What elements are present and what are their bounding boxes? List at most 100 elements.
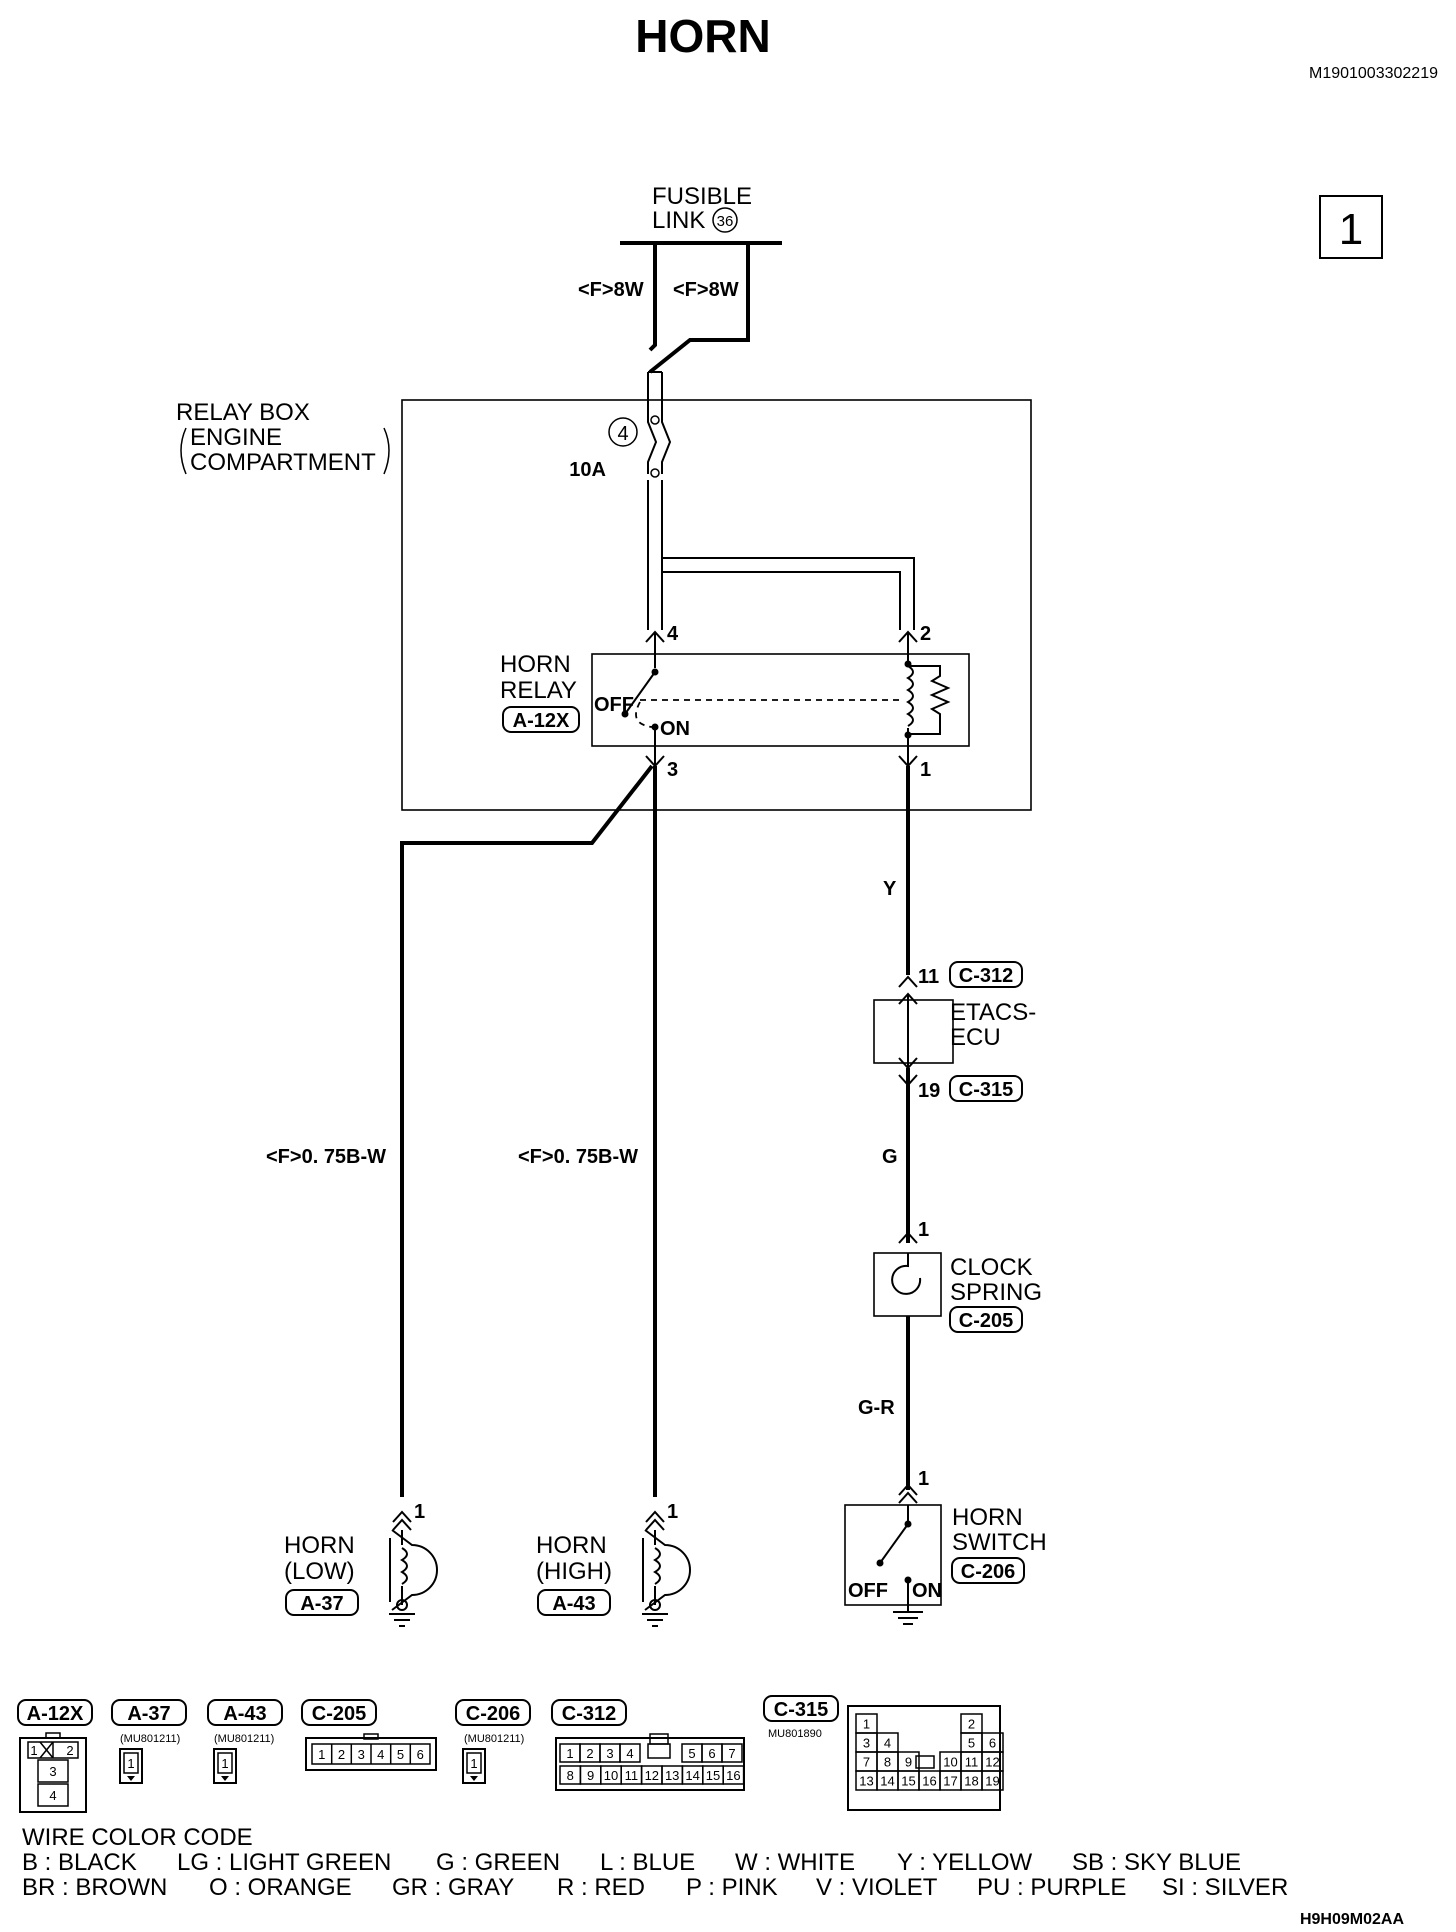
connector-c312-cell: 11 [625, 1768, 639, 1783]
connector-c312-cell-frame [722, 1765, 745, 1785]
legend-entry: V : VIOLET [816, 1874, 938, 1901]
relay-box-label-line3: COMPARTMENT [190, 449, 376, 476]
connector-a43-label: A-43 [223, 1703, 266, 1725]
connector-c315-cell: 16 [922, 1774, 936, 1789]
connector-a12x-cell-3: 3 [49, 1764, 56, 1779]
horn-switch-connector-badge [951, 1557, 1025, 1584]
legend-entry: L : BLUE [600, 1849, 695, 1876]
horn-high-connector-badge [537, 1589, 611, 1616]
connector-c312-cell-frame [619, 1743, 641, 1763]
page-number: 1 [1339, 205, 1363, 254]
connector-c312-cell: 1 [566, 1746, 573, 1761]
connector-c312-cell: 4 [626, 1746, 633, 1761]
horn-relay-connector: A-12X [513, 710, 570, 732]
horn-low-wire-label: <F>0. 75B-W [266, 1146, 386, 1168]
horn-high-label-line1: HORN [536, 1532, 607, 1559]
legend-entry: SB : SKY BLUE [1072, 1849, 1241, 1876]
connector-c315-cell: 2 [968, 1717, 975, 1732]
connector-c205-label: C-205 [312, 1703, 366, 1725]
connector-a37: A-37 (MU801211) 1 [111, 1699, 187, 1784]
clock-spring-label-line1: CLOCK [950, 1254, 1033, 1281]
horn-relay-pin-1: 1 [920, 759, 931, 781]
connector-c315-cell: 5 [968, 1736, 975, 1751]
clock-spring-connector-badge [949, 1306, 1023, 1333]
connector-c312-cell: 9 [587, 1768, 594, 1783]
connector-c312-cell: 14 [685, 1768, 699, 1783]
connector-a37-cell-1: 1 [127, 1756, 134, 1771]
connector-a37-part: (MU801211) [120, 1733, 180, 1745]
horn-switch-label-line2: SWITCH [952, 1529, 1047, 1556]
connector-c315-cell: 18 [964, 1774, 978, 1789]
connector-c315-cell: 1 [863, 1717, 870, 1732]
horn-switch-off-label: OFF [848, 1580, 888, 1602]
connector-c312-cell: 13 [665, 1768, 679, 1783]
clock-spring-connector: C-205 [959, 1310, 1013, 1332]
connector-a43-part: (MU801211) [214, 1733, 274, 1745]
main-wires: <F>0. 75B-W <F>0. 75B-W Y G G-R [266, 764, 910, 1497]
connector-a12x: A-12X 1 2 3 4 [17, 1699, 93, 1813]
legend-entry: O : ORANGE [209, 1874, 352, 1901]
page-number-box: 1 [1319, 195, 1383, 259]
horn-high: 1 HORN (HIGH) A-43 [536, 1501, 691, 1627]
horn-high-pin: 1 [667, 1501, 678, 1523]
connector-c312-cell: 7 [728, 1746, 735, 1761]
document-id: M1901003302219 [1309, 65, 1438, 82]
horn-relay-on-label: ON [660, 718, 690, 740]
legend-entry: GR : GRAY [392, 1874, 514, 1901]
connector-c205-cell-5: 5 [397, 1747, 404, 1762]
connector-c315-cell: 11 [965, 1755, 979, 1770]
connector-c315-part: MU801890 [768, 1728, 822, 1740]
legend-entry: LG : LIGHT GREEN [177, 1849, 391, 1876]
legend-entry: R : RED [557, 1874, 645, 1901]
connector-c312-cell: 12 [645, 1768, 659, 1783]
relay-box-label-line2: ENGINE [190, 424, 282, 451]
connector-c315-label: C-315 [774, 1699, 828, 1721]
horn-relay: HORN RELAY A-12X 4 2 3 1 OFF ON [500, 623, 970, 781]
horn-relay-pin-4: 4 [667, 623, 679, 645]
legend-entry: PU : PURPLE [977, 1874, 1126, 1901]
horn-low: 1 HORN (LOW) A-37 [284, 1501, 438, 1627]
connector-c312-cell: 8 [567, 1768, 574, 1783]
connector-c315-cell: 10 [943, 1755, 957, 1770]
connector-views: A-12X 1 2 3 4 A-37 (MU801211) 1 [17, 1695, 1004, 1813]
connector-c205-cell-1: 1 [318, 1747, 325, 1762]
legend-entry: BR : BROWN [22, 1874, 167, 1901]
relay-to-etacs-wire-label: Y [883, 878, 897, 900]
connector-c206-part: (MU801211) [464, 1733, 524, 1745]
connector-c205: C-205 1 2 3 4 5 6 [301, 1699, 437, 1771]
connector-c315-cell-frame [981, 1770, 1004, 1791]
connector-c315-cell: 17 [943, 1774, 957, 1789]
relay-box-label-line1: RELAY BOX [176, 399, 310, 426]
etacs-connector-out: C-315 [959, 1079, 1013, 1101]
relay-box: RELAY BOX ENGINE COMPARTMENT 4 10A HORN [176, 371, 1032, 811]
horn-switch-connector: C-206 [961, 1561, 1015, 1583]
connector-c315-cell: 3 [863, 1736, 870, 1751]
connector-c312-label: C-312 [562, 1703, 616, 1725]
etacs-label-line1: ETACS- [950, 999, 1036, 1026]
fusible-link-number: 36 [717, 213, 734, 230]
fusible-link-label-line1: FUSIBLE [652, 183, 752, 210]
horn-switch-pin: 1 [918, 1468, 929, 1490]
feed-right-wire-label: <F>8W [673, 279, 739, 301]
horn-low-label-line2: (LOW) [284, 1558, 355, 1585]
horn-switch-on-label: ON [912, 1580, 942, 1602]
horn-low-label-line1: HORN [284, 1532, 355, 1559]
horn-relay-off-label: OFF [594, 694, 634, 716]
horn-low-pin: 1 [414, 1501, 425, 1523]
connector-c312-cell: 16 [726, 1768, 740, 1783]
fuse-rating: 10A [569, 459, 606, 481]
connector-a12x-cell-1: 1 [30, 1743, 37, 1758]
connector-c315-cell: 4 [884, 1736, 891, 1751]
horn-relay-label-line2: RELAY [500, 677, 577, 704]
clock-to-switch-wire-label: G-R [858, 1397, 895, 1419]
connector-c205-cell-6: 6 [417, 1747, 424, 1762]
horn-low-connector-badge [285, 1589, 359, 1616]
legend-entry: P : PINK [686, 1874, 778, 1901]
horn-relay-pin-2: 2 [920, 623, 931, 645]
horn-relay-connector-badge [502, 706, 580, 733]
horn-high-connector: A-43 [552, 1593, 595, 1615]
etacs-connector-out-badge [949, 1075, 1023, 1102]
etacs-to-clock-wire-label: G [882, 1146, 898, 1168]
